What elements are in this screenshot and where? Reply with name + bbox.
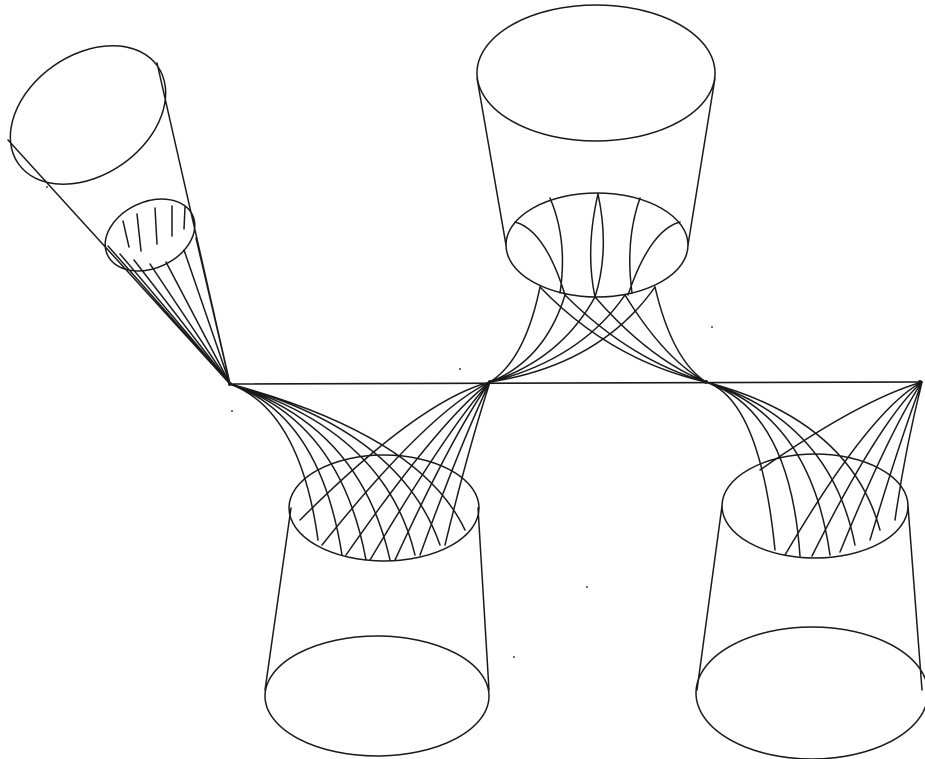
cone-inner-ellipse <box>506 193 688 297</box>
left-point <box>228 382 232 386</box>
speck <box>586 586 588 588</box>
cone-null-ray <box>595 297 706 382</box>
speck <box>513 656 515 658</box>
cone-null-ray <box>706 382 800 556</box>
cone-edge <box>688 78 715 245</box>
far-right-point <box>918 380 922 384</box>
cone-inner-arc <box>628 222 680 295</box>
top-center-light-cone <box>477 5 715 382</box>
cone-inner-ellipse <box>93 185 206 285</box>
cone-inner-arc <box>550 198 562 293</box>
cone-null-ray <box>490 287 655 382</box>
scan-specks <box>46 186 713 658</box>
speck <box>231 410 233 412</box>
cone-ruling <box>184 250 230 384</box>
cone-null-ray <box>230 384 342 555</box>
cone-edge <box>478 508 489 690</box>
cone-inner-arc <box>515 222 565 295</box>
cone-outer-ellipse <box>0 17 192 213</box>
cone-null-ray <box>706 382 855 545</box>
cone-hatch <box>155 208 157 244</box>
cone-ruling <box>150 264 230 384</box>
cone-outer-ellipse <box>696 627 925 759</box>
speck <box>46 186 48 188</box>
cone-hatch <box>184 207 185 229</box>
horizontal-spacelike-line <box>230 382 922 384</box>
cone-hatch <box>137 214 141 251</box>
cone-inner-arc <box>630 198 640 293</box>
cone-outer-ellipse <box>265 636 489 756</box>
upper-left-light-cone <box>0 17 230 384</box>
cone-outer-ellipse <box>477 5 715 141</box>
cone-hatch <box>123 221 129 247</box>
speck <box>711 326 713 328</box>
cone-null-ray <box>540 287 706 382</box>
cone-inner-arc <box>595 194 603 297</box>
cone-inner-arc <box>591 194 598 297</box>
cone-null-ray <box>490 295 565 382</box>
cone-ruling <box>120 254 230 384</box>
right-point <box>704 380 708 384</box>
speck <box>459 368 461 370</box>
cone-edge <box>477 78 506 245</box>
center-point <box>488 380 492 384</box>
cone-edge <box>265 508 291 690</box>
bottom-right-light-cone <box>696 382 925 759</box>
cone-null-ray <box>706 382 830 555</box>
bottom-left-light-cone <box>230 382 490 756</box>
cone-null-ray <box>655 287 706 382</box>
